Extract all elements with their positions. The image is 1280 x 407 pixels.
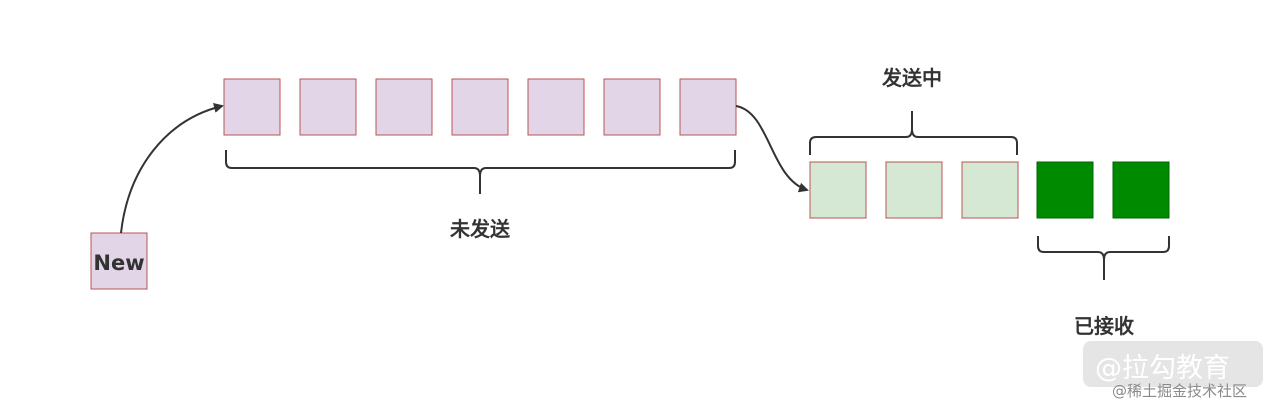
watermark-background [1083, 341, 1263, 387]
unsent-box [679, 78, 737, 136]
new-label: New [93, 251, 144, 275]
received-brace [1037, 236, 1170, 280]
received-blocks [1036, 161, 1170, 219]
unsent-blocks [223, 78, 737, 136]
sending-blocks [809, 161, 1019, 219]
watermark-sub: @稀土掘金技术社区 [1112, 382, 1248, 400]
received-label: 已接收 [1074, 314, 1134, 338]
unsent-box [451, 78, 509, 136]
sending-label: 发送中 [881, 66, 942, 90]
unsent-box [527, 78, 585, 136]
unsent-box [375, 78, 433, 136]
sending-brace [809, 111, 1018, 155]
queue-to-sending-arrow [735, 105, 809, 193]
received-box [1036, 161, 1094, 219]
unsent-label: 未发送 [450, 217, 511, 241]
unsent-box [299, 78, 357, 136]
new-to-queue-arrow [120, 103, 224, 234]
unsent-box [603, 78, 661, 136]
sending-box [809, 161, 867, 219]
unsent-box [223, 78, 281, 136]
received-box [1112, 161, 1170, 219]
sending-box [961, 161, 1019, 219]
unsent-brace [225, 150, 736, 194]
new-block: New [90, 232, 148, 290]
watermark-main: @拉勾教育 [1095, 353, 1230, 384]
sending-box [885, 161, 943, 219]
new-box [90, 232, 148, 290]
